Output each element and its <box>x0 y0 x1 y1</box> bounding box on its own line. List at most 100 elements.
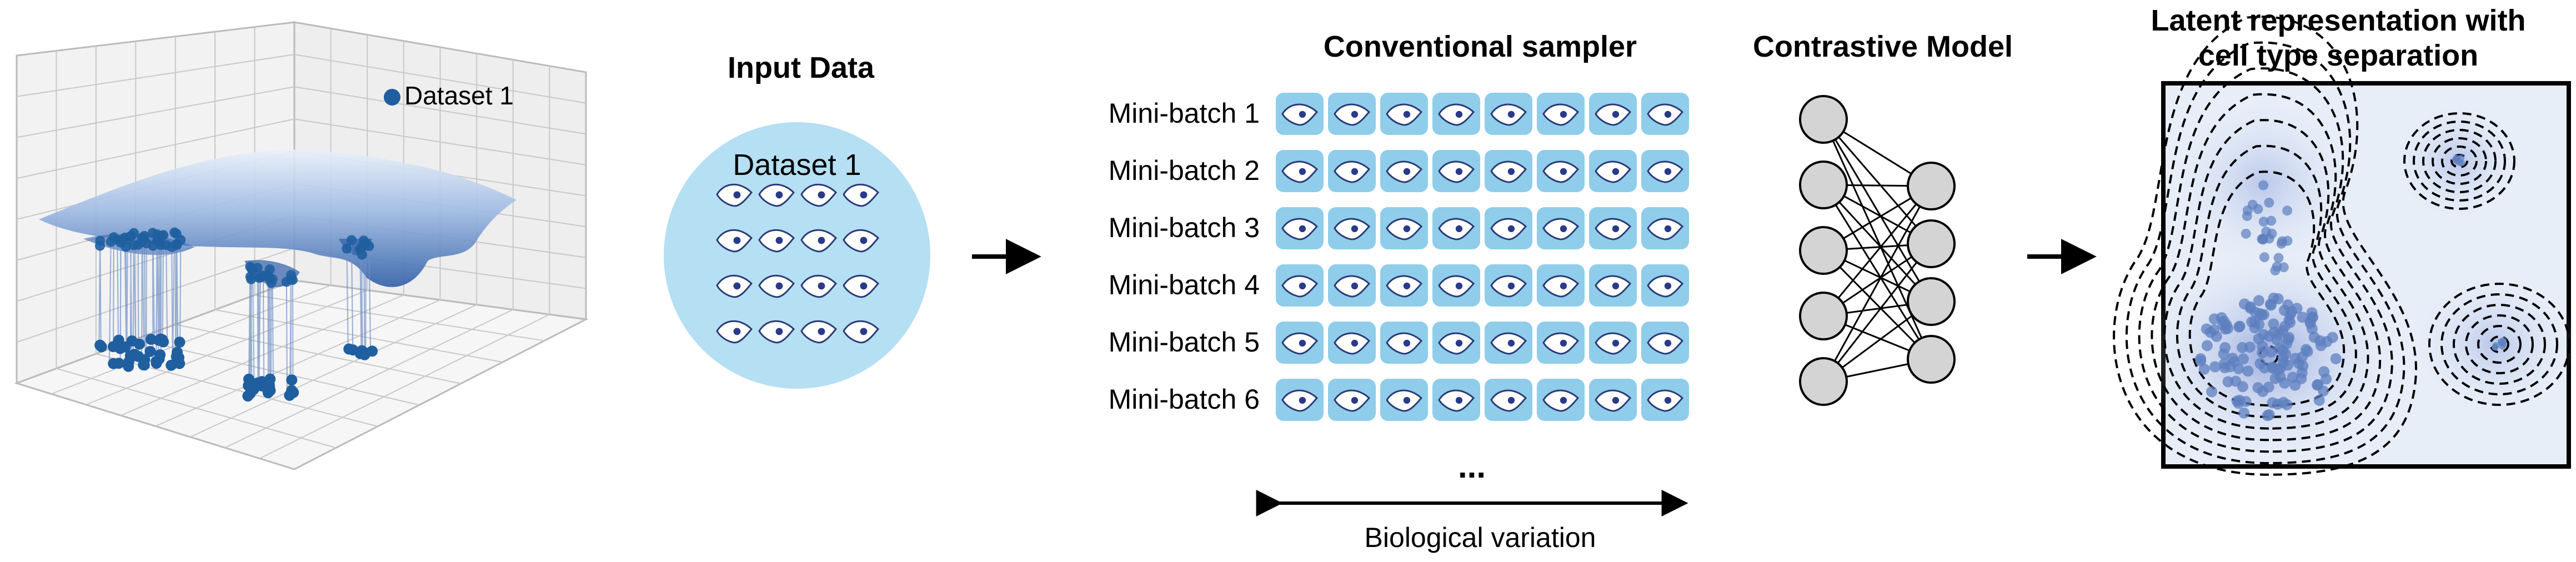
latent-point <box>2262 410 2273 422</box>
tile-cell-icon <box>1595 332 1632 355</box>
dataset-cell-icon <box>758 274 795 298</box>
floor-plane <box>14 279 589 470</box>
tile-cell-icon <box>1334 389 1371 412</box>
ellipsis: ... <box>1458 448 1486 485</box>
contour-line <box>2163 119 2369 430</box>
latent-point <box>2264 197 2274 208</box>
latent-point <box>2209 361 2221 373</box>
minibatch-tile <box>1589 150 1637 192</box>
latent-point <box>2218 348 2229 360</box>
output-node <box>1907 219 1956 268</box>
tile-cell-icon <box>1281 218 1319 240</box>
tile-cell-icon <box>1647 389 1684 412</box>
latent-point <box>2201 340 2213 352</box>
minibatch-tile <box>1276 150 1324 192</box>
minibatch-tile <box>1537 207 1585 249</box>
tile-cell-icon <box>1281 103 1319 126</box>
latent-point <box>2306 307 2318 319</box>
latent-point <box>2314 335 2326 347</box>
minibatch-tile <box>1589 379 1637 421</box>
latent-point <box>2258 180 2269 190</box>
tile-cell-icon <box>1386 332 1423 355</box>
contour-line <box>2432 137 2487 185</box>
minibatch-tile <box>1485 322 1532 364</box>
tile-cell-icon <box>1281 275 1319 298</box>
minibatch-tile <box>1328 264 1376 307</box>
minibatch-tile <box>1328 322 1376 364</box>
dataset-cells <box>716 183 880 344</box>
contour-line <box>2113 16 2417 476</box>
tile-cell-icon <box>1647 332 1684 355</box>
latent-point <box>2222 376 2234 388</box>
minibatch-label: Mini-batch 1 <box>1109 98 1260 129</box>
latent-point <box>2297 360 2309 372</box>
tile-cell-icon <box>1490 103 1527 126</box>
contour-line <box>2489 335 2509 353</box>
contour-line <box>2413 121 2506 202</box>
latent-point <box>2266 215 2277 226</box>
dataset-cell-icon <box>716 183 753 207</box>
minibatch-tile <box>1641 93 1689 135</box>
minibatch-tile <box>1276 93 1324 135</box>
minibatch-tile <box>1276 379 1324 421</box>
minibatch-tile <box>1276 207 1324 249</box>
latent-point <box>2268 318 2279 330</box>
tile-cell-icon <box>1595 389 1632 412</box>
latent-point <box>2278 397 2289 408</box>
tile-cell-icon <box>1438 332 1475 355</box>
dataset-cell-icon <box>758 229 795 253</box>
tile-cell-icon <box>1334 218 1371 240</box>
minibatch-tile <box>1589 264 1637 307</box>
minibatch-tile <box>1485 379 1532 421</box>
input-node <box>1799 160 1848 209</box>
latent-point <box>2242 365 2254 377</box>
biological-variation-label: Biological variation <box>1365 522 1596 553</box>
latent-point <box>2227 353 2238 364</box>
minibatch-tile <box>1432 264 1480 307</box>
latent-point <box>2241 228 2251 239</box>
floor-points <box>94 333 378 402</box>
latent-point <box>2296 373 2307 384</box>
contour-line <box>2188 170 2346 407</box>
tile-cell-icon <box>1438 160 1475 183</box>
tile-cell-icon <box>1281 160 1319 183</box>
model-title: Contrastive Model <box>1753 30 2013 63</box>
dataset-circle-label: Dataset 1 <box>733 148 861 182</box>
latent-title-line1: Latent representation with <box>2151 4 2525 37</box>
tile-cell-icon <box>1542 160 1580 183</box>
minibatch-tile <box>1537 264 1585 307</box>
minibatch-tile <box>1537 150 1585 192</box>
tile-cell-icon <box>1386 160 1423 183</box>
latent-point <box>2201 323 2212 335</box>
minibatch-tile <box>1641 322 1689 364</box>
minibatch-tile <box>1589 207 1637 249</box>
tile-cell-icon <box>1542 389 1580 412</box>
input-node <box>1799 95 1848 144</box>
tile-cell-icon <box>1490 332 1527 355</box>
latent-point <box>2327 332 2338 343</box>
contour-line <box>2176 144 2357 418</box>
minibatch-label: Mini-batch 3 <box>1109 212 1260 243</box>
latent-point <box>2237 353 2249 365</box>
latent-point <box>2267 397 2278 409</box>
input-node <box>1799 226 1848 275</box>
minibatch-tile <box>1432 322 1480 364</box>
minibatch-tile <box>1432 150 1480 192</box>
tile-cell-icon <box>1334 275 1371 298</box>
minibatch-tile <box>1641 379 1689 421</box>
latent-point <box>2253 204 2263 214</box>
minibatch-tile <box>1380 322 1428 364</box>
latent-point <box>2237 342 2248 353</box>
contour-line <box>2440 293 2558 395</box>
output-node <box>1907 162 1956 210</box>
latent-point <box>2306 323 2318 335</box>
output-node <box>1907 277 1956 326</box>
minibatch-tile <box>1380 207 1428 249</box>
dataset-cell-icon <box>716 274 753 298</box>
latent-point <box>2499 343 2506 350</box>
latent-points <box>2195 154 2507 422</box>
minibatch-tile <box>1537 322 1585 364</box>
minibatch-label: Mini-batch 6 <box>1109 384 1260 415</box>
tile-cell-icon <box>1281 389 1319 412</box>
